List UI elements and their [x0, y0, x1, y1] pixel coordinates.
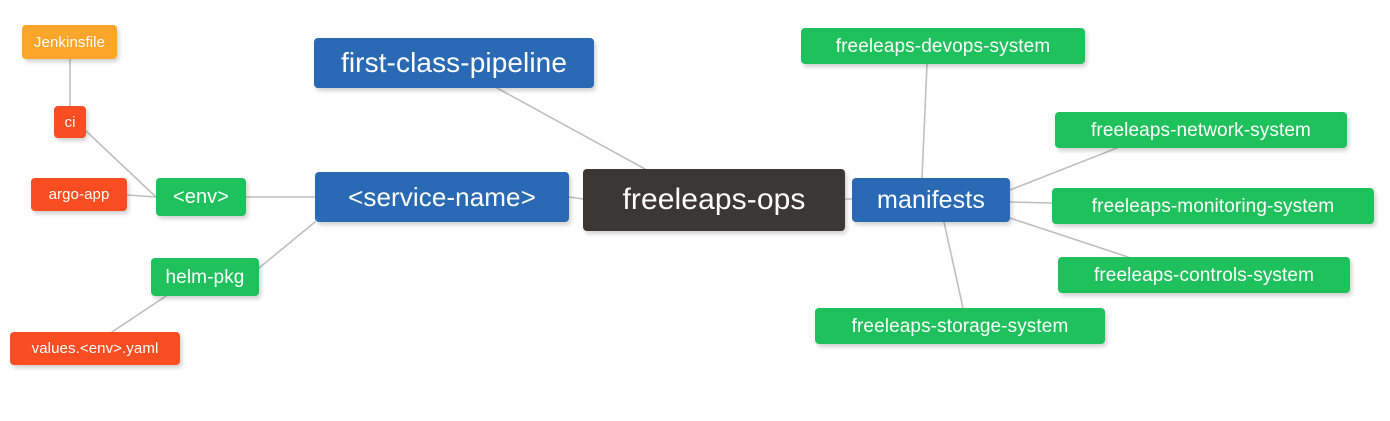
mindmap-node-env[interactable]: <env>: [156, 178, 246, 216]
node-label-freeleaps-controls-system: freeleaps-controls-system: [1093, 264, 1315, 286]
node-label-manifests: manifests: [877, 185, 985, 214]
node-label-first-class-pipeline: first-class-pipeline: [340, 47, 568, 78]
edge-helm-pkg-to-values-env-yaml: [111, 295, 167, 333]
node-label-ci: ci: [64, 113, 76, 131]
mindmap-node-freeleaps-storage-system[interactable]: freeleaps-storage-system: [815, 308, 1105, 344]
mindmap-node-freeleaps-network-system[interactable]: freeleaps-network-system: [1055, 112, 1347, 148]
mindmap-node-first-class-pipeline[interactable]: first-class-pipeline: [314, 38, 594, 88]
edge-argo-app-to-env: [126, 194, 157, 198]
node-label-freeleaps-network-system: freeleaps-network-system: [1091, 119, 1311, 141]
node-label-service-name: <service-name>: [348, 182, 536, 212]
edge-service-name-to-freeleaps-ops: [568, 196, 584, 200]
mindmap-node-argo-app[interactable]: argo-app: [31, 178, 127, 211]
mindmap-node-helm-pkg[interactable]: helm-pkg: [151, 258, 259, 296]
mindmap-node-freeleaps-devops-system[interactable]: freeleaps-devops-system: [801, 28, 1085, 64]
mindmap-node-values-env-yaml[interactable]: values.<env>.yaml: [10, 332, 180, 365]
node-label-helm-pkg: helm-pkg: [165, 266, 245, 288]
mindmap-node-freeleaps-monitoring-system[interactable]: freeleaps-monitoring-system: [1052, 188, 1374, 224]
mindmap-node-freeleaps-ops[interactable]: freeleaps-ops: [583, 169, 845, 231]
mindmap-node-manifests[interactable]: manifests: [852, 178, 1010, 222]
node-label-values-env-yaml: values.<env>.yaml: [31, 340, 159, 357]
node-label-argo-app: argo-app: [48, 186, 110, 203]
node-label-freeleaps-ops: freeleaps-ops: [622, 183, 806, 216]
edge-manifests-to-freeleaps-monitoring-system: [1009, 201, 1053, 204]
node-label-freeleaps-devops-system: freeleaps-devops-system: [835, 35, 1051, 57]
mindmap-node-ci[interactable]: ci: [54, 106, 86, 138]
edge-first-class-pipeline-to-freeleaps-ops: [496, 87, 646, 170]
node-label-env: <env>: [172, 186, 230, 208]
node-label-freeleaps-monitoring-system: freeleaps-monitoring-system: [1091, 195, 1335, 217]
edge-service-name-to-helm-pkg: [258, 221, 316, 269]
node-label-jenkinsfile: Jenkinsfile: [33, 33, 106, 51]
mindmap-node-freeleaps-controls-system[interactable]: freeleaps-controls-system: [1058, 257, 1350, 293]
edge-manifests-to-freeleaps-storage-system: [943, 221, 964, 309]
edge-manifests-to-freeleaps-network-system: [1009, 147, 1118, 191]
mindmap-node-service-name[interactable]: <service-name>: [315, 172, 569, 222]
node-label-freeleaps-storage-system: freeleaps-storage-system: [851, 315, 1069, 337]
edge-manifests-to-freeleaps-devops-system: [921, 63, 928, 179]
mindmap-node-jenkinsfile[interactable]: Jenkinsfile: [22, 25, 117, 59]
